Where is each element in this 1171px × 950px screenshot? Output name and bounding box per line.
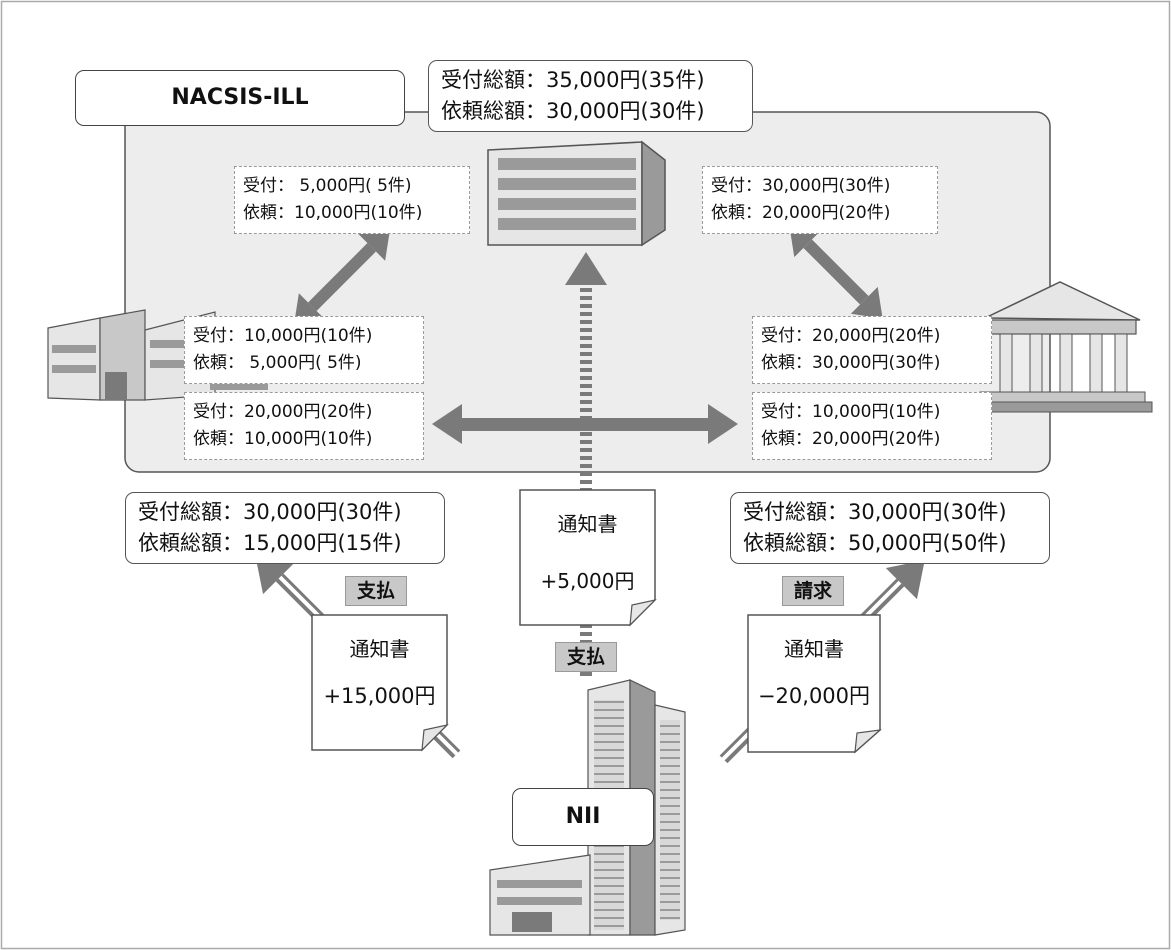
right-billing-tag: 請求 bbox=[782, 576, 844, 606]
pair-bottom-left-received: 受付：20,000円(20件) bbox=[193, 402, 373, 422]
pair-top-right-received: 受付：30,000円(30件) bbox=[711, 176, 891, 196]
center-total-received: 受付総額：35,000円(35件) bbox=[441, 68, 705, 92]
center-library-building bbox=[487, 140, 666, 247]
left-payment-tag: 支払 bbox=[345, 576, 407, 606]
nii-label: NII bbox=[512, 788, 654, 846]
left-notice-doc bbox=[311, 614, 449, 752]
pair-top-left: 受付： 5,000円( 5件) 依頼：10,000円(10件) bbox=[234, 166, 470, 234]
pair-top-left-received: 受付： 5,000円( 5件) bbox=[243, 176, 412, 196]
right-notice-title: 通知書 bbox=[784, 637, 844, 661]
left-total-requested: 依頼総額：15,000円(15件) bbox=[138, 531, 402, 555]
right-notice-amount: −20,000円 bbox=[757, 684, 871, 708]
center-notice-doc bbox=[519, 489, 657, 627]
right-library-building bbox=[971, 281, 1153, 413]
left-notice-title: 通知書 bbox=[349, 637, 410, 661]
pair-bottom-left: 受付：20,000円(20件) 依頼：10,000円(10件) bbox=[184, 392, 424, 460]
center-notice-amount: +5,000円 bbox=[540, 569, 635, 593]
payment-arrowhead bbox=[565, 252, 607, 285]
pair-top-right: 受付：30,000円(30件) 依頼：20,000円(20件) bbox=[702, 166, 938, 234]
center-total-requested: 依頼総額：30,000円(30件) bbox=[441, 99, 705, 123]
center-library-totals: 受付総額：35,000円(35件) 依頼総額：30,000円(30件) bbox=[428, 60, 753, 132]
pair-top-left-requested: 依頼：10,000円(10件) bbox=[243, 203, 423, 223]
pair-mid-left-requested: 依頼： 5,000円( 5件) bbox=[193, 353, 362, 373]
pair-bottom-right-requested: 依頼：20,000円(20件) bbox=[761, 429, 941, 449]
pair-mid-left-received: 受付：10,000円(10件) bbox=[193, 326, 373, 346]
right-library-totals: 受付総額：30,000円(30件) 依頼総額：50,000円(50件) bbox=[730, 492, 1050, 564]
left-notice-amount: +15,000円 bbox=[323, 684, 436, 708]
pair-mid-right: 受付：20,000円(20件) 依頼：30,000円(30件) bbox=[752, 316, 992, 384]
pair-mid-right-received: 受付：20,000円(20件) bbox=[761, 326, 941, 346]
pair-mid-right-requested: 依頼：30,000円(30件) bbox=[761, 353, 941, 373]
pair-mid-left: 受付：10,000円(10件) 依頼： 5,000円( 5件) bbox=[184, 316, 424, 384]
horizontal-exchange-arrow bbox=[432, 404, 738, 444]
right-notice-doc bbox=[747, 614, 882, 754]
center-notice-title: 通知書 bbox=[557, 512, 618, 536]
right-total-received: 受付総額：30,000円(30件) bbox=[743, 500, 1007, 524]
pair-bottom-left-requested: 依頼：10,000円(10件) bbox=[193, 429, 373, 449]
pair-bottom-right-received: 受付：10,000円(10件) bbox=[761, 402, 941, 422]
pair-bottom-right: 受付：10,000円(10件) 依頼：20,000円(20件) bbox=[752, 392, 992, 460]
center-payment-tag: 支払 bbox=[555, 642, 617, 672]
pair-top-right-requested: 依頼：20,000円(20件) bbox=[711, 203, 891, 223]
left-library-totals: 受付総額：30,000円(30件) 依頼総額：15,000円(15件) bbox=[125, 492, 445, 564]
right-total-requested: 依頼総額：50,000円(50件) bbox=[743, 531, 1007, 555]
left-total-received: 受付総額：30,000円(30件) bbox=[138, 500, 402, 524]
nii-building bbox=[489, 679, 686, 936]
network-title: NACSIS-ILL bbox=[75, 70, 405, 126]
